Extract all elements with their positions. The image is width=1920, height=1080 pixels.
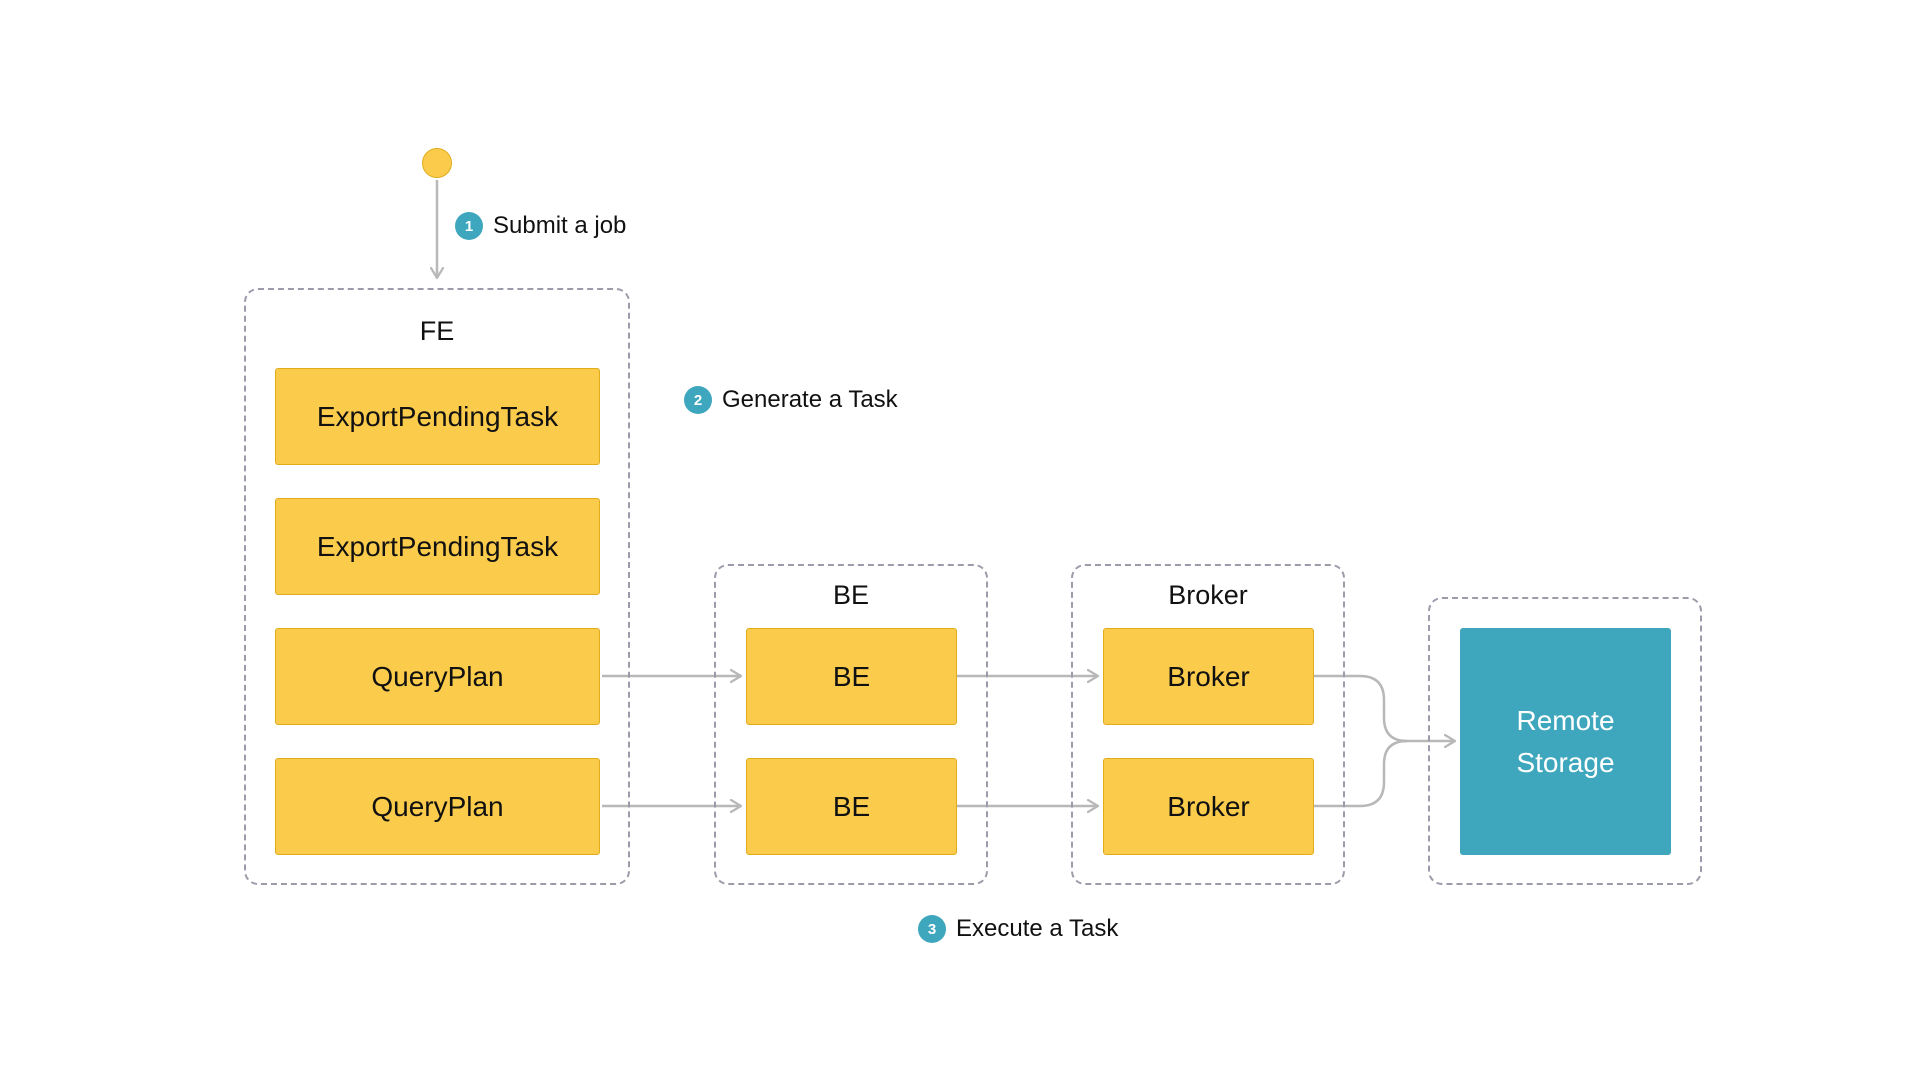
step-2-label: Generate a Task [722, 386, 898, 413]
broker-node-1: Broker [1103, 628, 1314, 725]
fe-task-export-pending-1: ExportPendingTask [275, 368, 600, 465]
remote-storage-label-line-1: Remote [1516, 704, 1615, 736]
fe-group-title: FE [419, 316, 455, 346]
step-3-badge: 3 [918, 915, 946, 943]
fe-task-export-pending-2: ExportPendingTask [275, 498, 600, 595]
remote-storage-label-line-2: Storage [1516, 746, 1615, 778]
fe-task-query-plan-1: QueryPlan [275, 628, 600, 725]
be-group: BE [714, 564, 988, 885]
remote-storage-group [1428, 597, 1702, 885]
start-node [422, 148, 452, 178]
remote-storage-node: Remote Storage [1460, 628, 1671, 855]
step-2-badge: 2 [684, 386, 712, 414]
step-3-label: Execute a Task [956, 915, 1119, 942]
broker1-to-storage-connector [1313, 674, 1408, 743]
fe-group: FE [244, 288, 630, 885]
step-submit-job: 1 Submit a job [455, 212, 626, 240]
step-1-badge: 1 [455, 212, 483, 240]
step-1-label: Submit a job [493, 212, 627, 239]
broker2-to-storage-connector [1313, 739, 1408, 808]
fe-task-query-plan-2: QueryPlan [275, 758, 600, 855]
broker-group: Broker [1071, 564, 1345, 885]
be-node-1: BE [746, 628, 957, 725]
broker-node-2: Broker [1103, 758, 1314, 855]
step-execute-task: 3 Execute a Task [918, 915, 1118, 943]
step-generate-task: 2 Generate a Task [684, 386, 898, 414]
broker-group-title: Broker [1168, 580, 1248, 610]
be-node-2: BE [746, 758, 957, 855]
be-group-title: BE [832, 580, 870, 610]
